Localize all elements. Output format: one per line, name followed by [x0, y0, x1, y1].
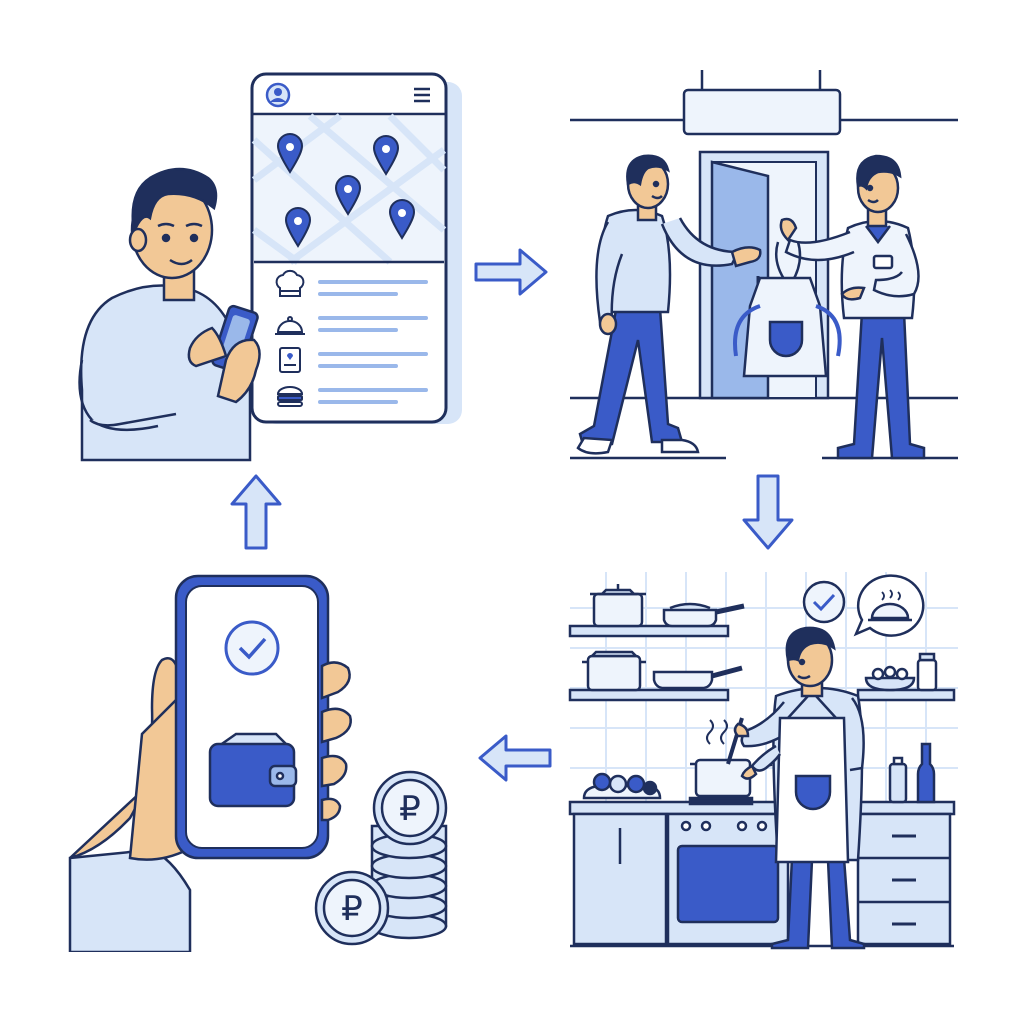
- badge-icon: [872, 254, 894, 270]
- cloche-speech-icon: [853, 574, 925, 637]
- wallet-icon[interactable]: [208, 732, 298, 808]
- check-circle-icon: [802, 580, 846, 624]
- menu-icon[interactable]: [414, 87, 430, 103]
- map-pin-icon[interactable]: [334, 175, 362, 216]
- chef-hat-icon: [275, 269, 305, 297]
- step-cook-in-kitchen: [566, 568, 962, 952]
- flow-arrow-down: [738, 472, 798, 554]
- list-item[interactable]: [275, 269, 428, 297]
- flow-arrow-right: [470, 244, 554, 300]
- step-find-restaurant: [60, 60, 480, 470]
- coin-stack: ₽: [370, 770, 448, 940]
- step-get-paid: ₽ ₽: [66, 568, 466, 952]
- user-avatar-icon: [265, 82, 291, 108]
- flow-arrow-left: [472, 730, 556, 786]
- cook: [733, 626, 866, 950]
- list-item[interactable]: [275, 316, 428, 335]
- restaurant-list: [275, 269, 428, 407]
- shop-sign: [682, 88, 842, 136]
- pan-icon: [662, 602, 745, 628]
- ruble-coin-icon: ₽: [314, 870, 390, 946]
- flow-arrow-up: [226, 470, 286, 554]
- job-seeker: [576, 154, 762, 455]
- svg-text:₽: ₽: [341, 889, 363, 929]
- svg-text:₽: ₽: [399, 789, 421, 829]
- map-pin-icon[interactable]: [284, 207, 312, 248]
- burger-icon: [276, 386, 304, 407]
- app-screen: [250, 72, 462, 424]
- pan-icon: [652, 665, 743, 690]
- list-item[interactable]: [276, 386, 428, 407]
- ruble-coin-icon: ₽: [372, 770, 448, 846]
- manager: [779, 154, 926, 460]
- menu-card-icon: [279, 347, 301, 373]
- man-with-phone: [78, 167, 261, 462]
- map-pin-icon[interactable]: [372, 135, 400, 176]
- apron-icon[interactable]: [733, 241, 842, 378]
- list-item[interactable]: [279, 347, 428, 373]
- step-hired-receive-apron: [566, 66, 962, 466]
- check-circle-icon: [224, 620, 280, 676]
- pot-icon: [590, 584, 646, 628]
- pot-icon: [582, 650, 646, 692]
- phone[interactable]: [174, 574, 330, 860]
- map-pin-icon[interactable]: [276, 133, 304, 174]
- map-pin-icon[interactable]: [388, 199, 416, 240]
- cloche-icon: [275, 316, 305, 335]
